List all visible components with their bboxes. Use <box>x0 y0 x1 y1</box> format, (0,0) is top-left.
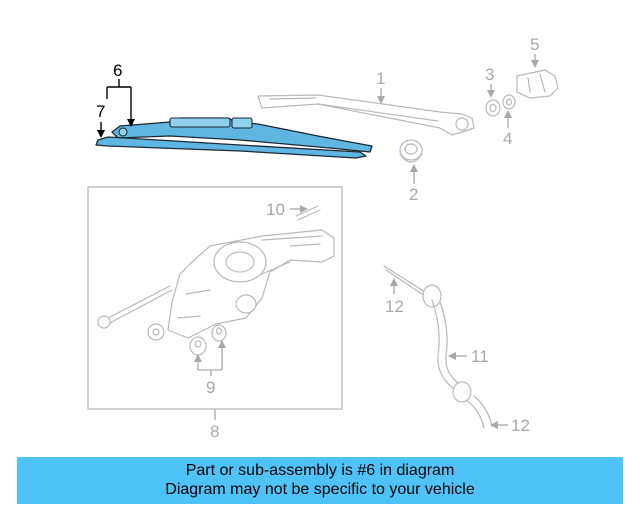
callout-9-leader <box>194 340 226 376</box>
callout-4: 4 <box>503 129 512 148</box>
wiper-arm-part-1 <box>257 94 475 136</box>
washer-hose-part-11 <box>383 265 493 429</box>
callout-7: 7 <box>96 102 105 121</box>
parts-diagram: 6 7 1 2 3 4 5 8 9 10 11 12 12 <box>87 35 559 441</box>
callout-11: 11 <box>471 347 489 366</box>
callout-5: 5 <box>530 35 539 54</box>
wiper-blade-part-6 <box>111 117 373 153</box>
callout-9: 9 <box>206 378 215 397</box>
callout-3: 3 <box>485 65 494 84</box>
blade-insert-part-7 <box>95 136 367 159</box>
cap-part-5 <box>516 69 559 99</box>
nut-part-3 <box>485 99 501 117</box>
callout-2: 2 <box>409 185 418 204</box>
grommet-part-2 <box>399 139 423 163</box>
washer-part-4 <box>502 94 516 110</box>
callout-12b: 12 <box>511 416 530 435</box>
callout-12a: 12 <box>385 297 404 316</box>
callout-6: 6 <box>113 61 122 80</box>
callout-6-leader <box>106 79 135 127</box>
callout-8: 8 <box>210 422 219 441</box>
callout-10: 10 <box>266 200 285 219</box>
motor-box-part-8 <box>87 186 343 410</box>
banner-line-2: Diagram may not be specific to your vehi… <box>165 481 475 498</box>
callout-1: 1 <box>376 69 385 88</box>
info-banner: Part or sub-assembly is #6 in diagram Di… <box>17 457 623 504</box>
banner-line-1: Part or sub-assembly is #6 in diagram <box>185 462 455 479</box>
